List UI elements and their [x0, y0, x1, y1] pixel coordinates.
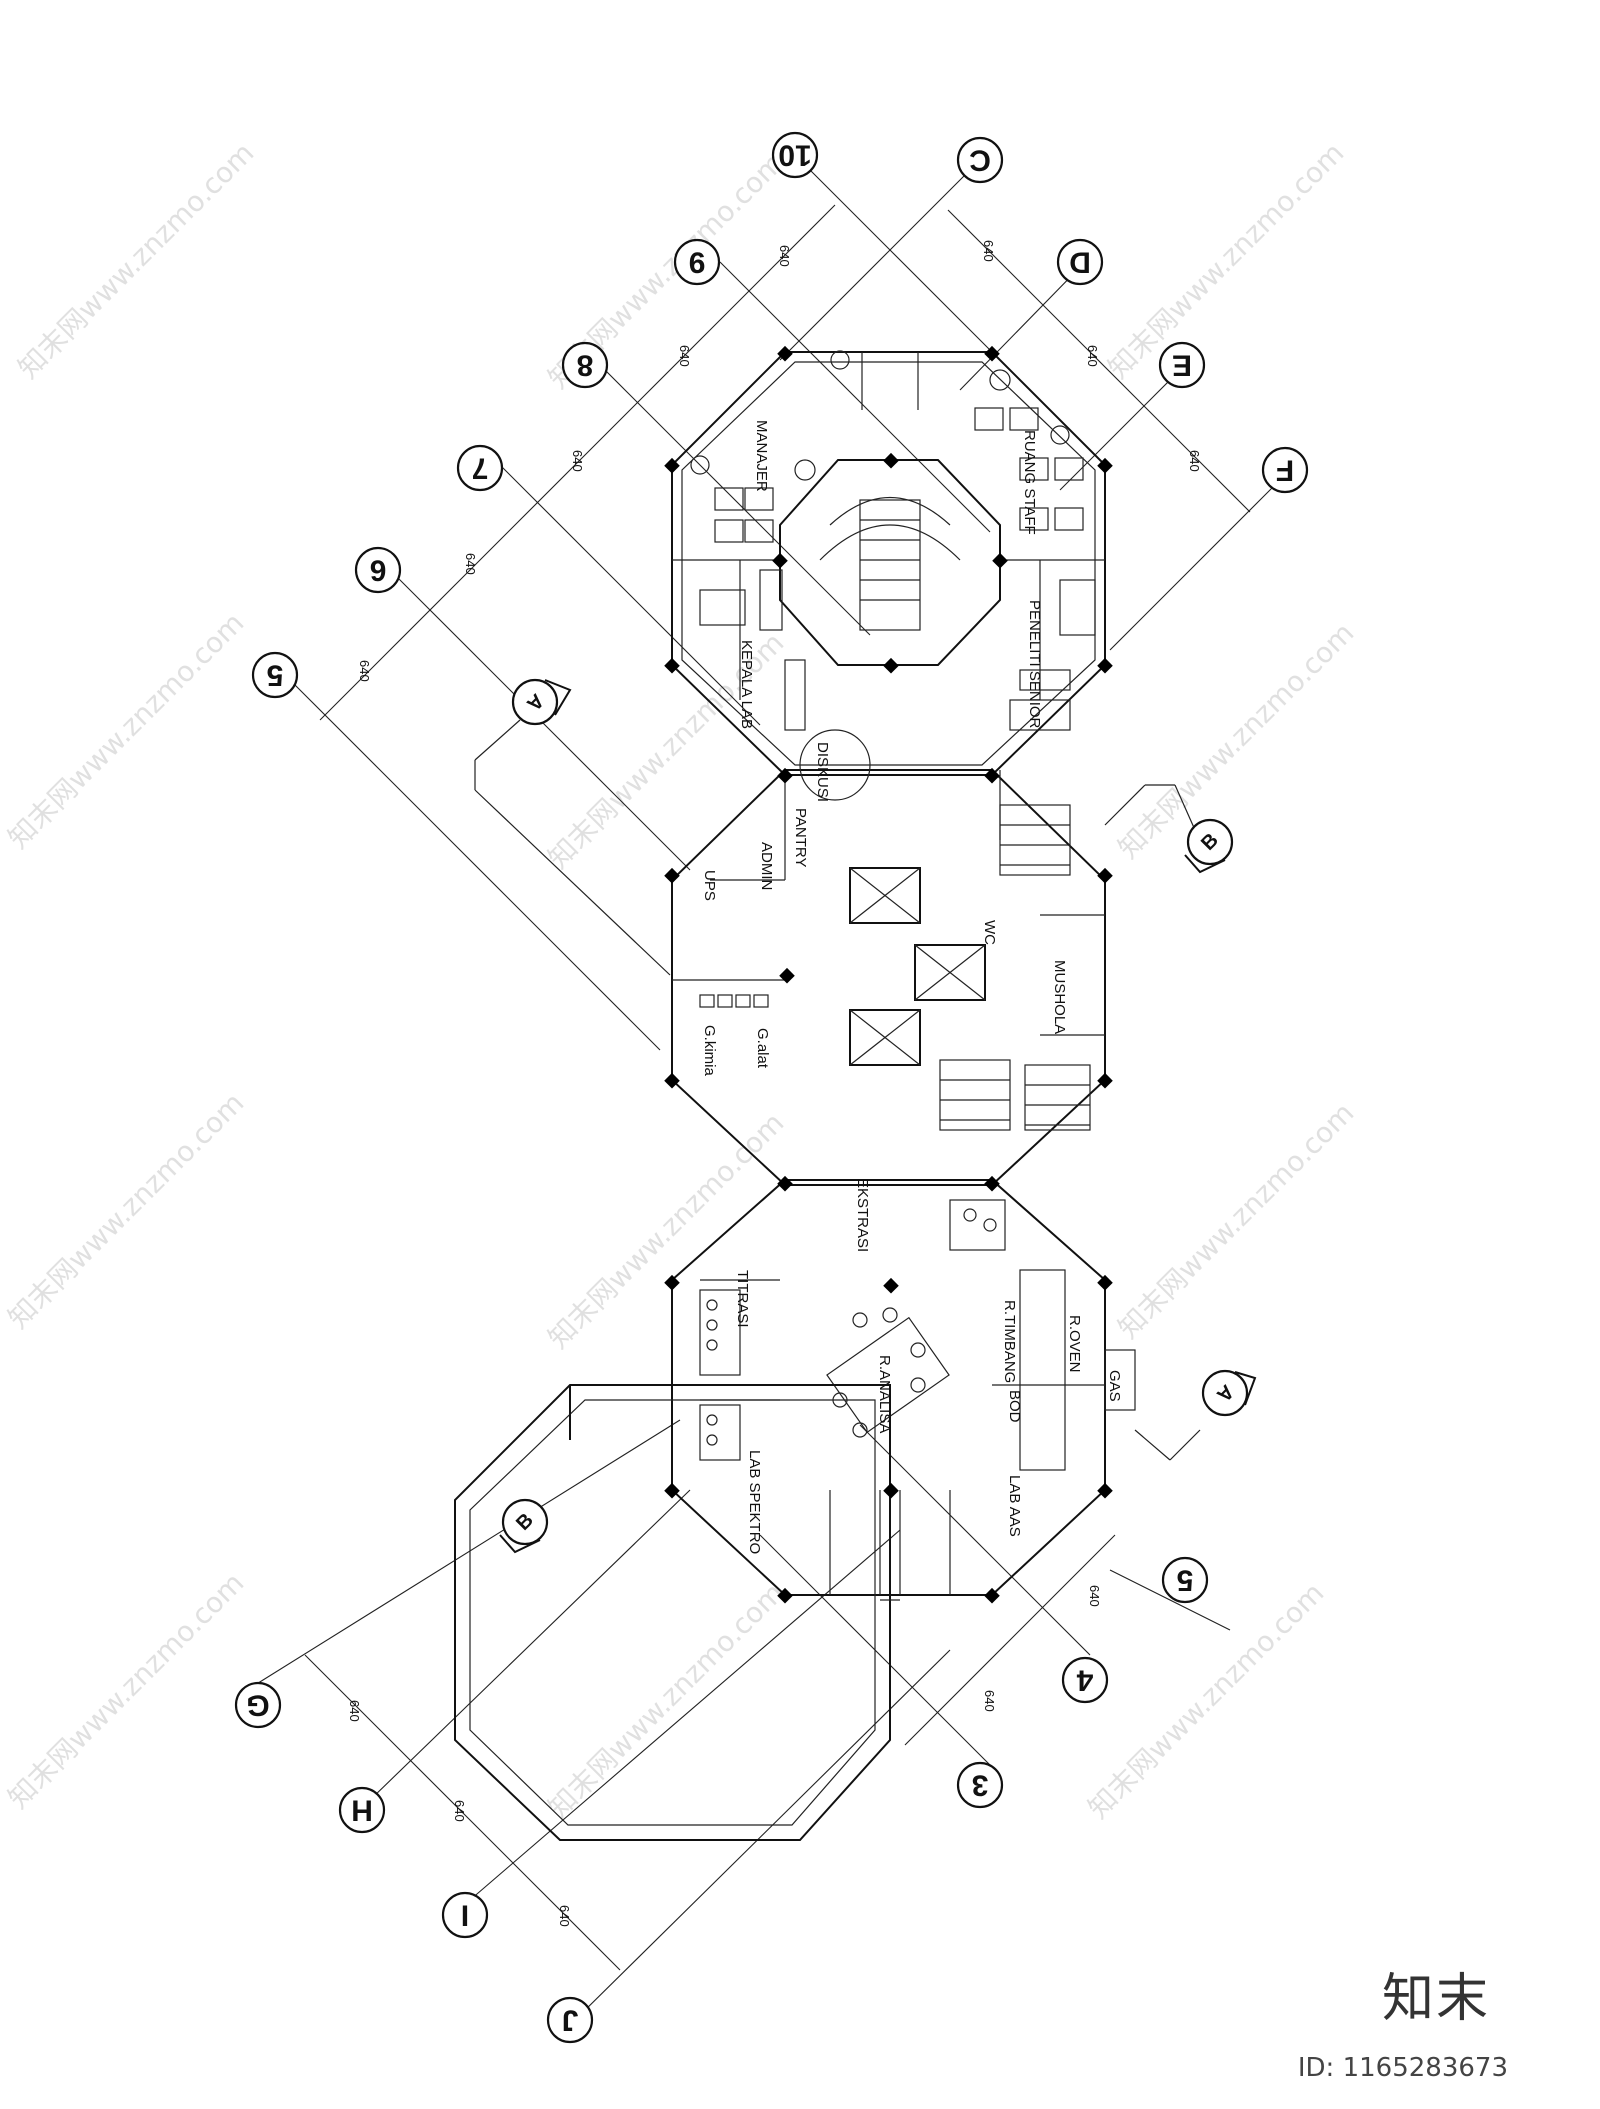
- room-ruang-staff: RUANG STAFF: [1021, 430, 1038, 535]
- svg-text:D: D: [1069, 246, 1091, 279]
- watermark: 知末网www.znzmo.com: [1082, 1576, 1331, 1825]
- svg-text:10: 10: [778, 139, 811, 172]
- watermark: 知末网www.znzmo.com: [12, 136, 261, 385]
- section-marker-b-left: B: [499, 1498, 549, 1554]
- lower-lab-block: [671, 1179, 1136, 1596]
- room-lab-spektro: LAB SPEKTRO: [746, 1450, 763, 1554]
- dimension-text: 640: [677, 345, 692, 367]
- grid-bubble-10: 10: [771, 131, 819, 179]
- room-bod: BOD: [1006, 1390, 1023, 1423]
- grid-bubble-7: 7: [456, 444, 504, 492]
- dimension-text: 640: [347, 1700, 362, 1722]
- svg-text:6: 6: [370, 554, 387, 587]
- room-peneliti-senior: PENELITI SENIOR: [1026, 600, 1043, 729]
- id-label: ID: 1165283673: [1297, 2053, 1508, 2083]
- watermark: 知末网www.znzmo.com: [1102, 136, 1351, 385]
- grid-bubble-i: I: [441, 1891, 489, 1939]
- room-pantry: PANTRY: [792, 808, 809, 867]
- section-markers: A B B A: [474, 678, 1257, 1554]
- svg-text:5: 5: [1177, 1564, 1194, 1597]
- room-gas: GAS: [1106, 1370, 1123, 1402]
- dimension-text: 640: [357, 660, 372, 682]
- grid-bubble-6: 6: [354, 546, 402, 594]
- svg-text:G: G: [246, 1689, 269, 1722]
- dimension-text: 640: [463, 553, 478, 575]
- svg-text:H: H: [351, 1794, 373, 1827]
- grid-bubble-h: H: [338, 1786, 386, 1834]
- dimension-text: 640: [777, 245, 792, 267]
- room-admin: ADMIN: [758, 842, 775, 890]
- brand-logo-text: 知末: [1381, 1969, 1490, 2029]
- grid-bubble-3: 3: [956, 1761, 1004, 1809]
- room-g-kimia: G.kimia: [701, 1025, 718, 1076]
- dimension-labels: 640 640 640 640 640 640 640 640 640 640 …: [347, 240, 1202, 1927]
- column-markers: [664, 345, 1113, 1604]
- grid-bubble-8: 8: [561, 341, 609, 389]
- middle-service-block: [671, 699, 1106, 1186]
- grid-bubbles: 10 9 8 7 6 5 5 4 3 C D E F G H I J: [234, 131, 1309, 2044]
- room-r-timbang: R.TIMBANG: [1001, 1300, 1018, 1383]
- room-ups: UPS: [701, 870, 718, 901]
- annex-outline: [454, 1384, 900, 1841]
- grid-bubble-c: C: [956, 136, 1004, 184]
- grid-bubble-g: G: [234, 1681, 282, 1729]
- room-manajer: MANAJER: [753, 420, 770, 492]
- room-g-alat: G.alat: [754, 1028, 771, 1069]
- grid-bubble-5-top: 5: [251, 651, 299, 699]
- svg-text:C: C: [969, 144, 991, 177]
- room-r-oven: R.OVEN: [1066, 1315, 1083, 1373]
- grid-lines: [254, 154, 1291, 2021]
- section-marker-b-right: B: [1104, 784, 1234, 874]
- room-wc: WC: [981, 920, 998, 945]
- svg-text:4: 4: [1076, 1664, 1093, 1697]
- watermark: 知末网www.znzmo.com: [542, 1106, 791, 1355]
- grid-bubble-e: E: [1158, 341, 1206, 389]
- grid-bubble-4: 4: [1061, 1656, 1109, 1704]
- dimension-text: 640: [982, 1690, 997, 1712]
- grid-bubble-d: D: [1056, 238, 1104, 286]
- dimension-text: 640: [981, 240, 996, 262]
- grid-bubble-9: 9: [673, 238, 721, 286]
- svg-text:3: 3: [972, 1769, 989, 1802]
- room-lab-aas: LAB AAS: [1006, 1475, 1023, 1537]
- dimension-text: 640: [557, 1905, 572, 1927]
- svg-text:8: 8: [577, 349, 594, 382]
- room-ekstrasi: EKSTRASI: [854, 1178, 871, 1252]
- watermark: 知末网www.znzmo.com: [1112, 616, 1361, 865]
- dimension-text: 640: [452, 1800, 467, 1822]
- svg-text:5: 5: [267, 659, 284, 692]
- section-marker-a-top: A: [474, 678, 671, 976]
- dimension-text: 640: [1087, 1585, 1102, 1607]
- room-labels: RUANG STAFF PENELITI SENIOR KEPALA LAB M…: [701, 420, 1123, 1554]
- room-kepala-lab: KEPALA LAB: [738, 640, 755, 729]
- svg-text:F: F: [1276, 454, 1294, 487]
- svg-text:E: E: [1172, 349, 1192, 382]
- watermark: 知末网www.znzmo.com: [2, 1566, 251, 1815]
- grid-bubble-5-bottom: 5: [1161, 1556, 1209, 1604]
- dimension-text: 640: [1085, 345, 1100, 367]
- svg-text:I: I: [461, 1899, 469, 1932]
- watermark: 知末网www.znzmo.com: [1112, 1096, 1361, 1345]
- grid-bubble-f: F: [1261, 446, 1309, 494]
- svg-text:J: J: [562, 2004, 579, 2037]
- dimension-chain-left: [304, 204, 1251, 1971]
- room-r-analisa: R.ANALISA: [876, 1355, 893, 1433]
- watermark: 知末网www.znzmo.com: [2, 1086, 251, 1335]
- room-diskusi: DISKUSI: [814, 742, 831, 802]
- room-titrasi: TITRASI: [734, 1270, 751, 1328]
- dimension-text: 640: [570, 450, 585, 472]
- svg-text:9: 9: [689, 246, 706, 279]
- watermark: 知末网www.znzmo.com: [2, 606, 251, 855]
- room-mushola: MUSHOLA: [1051, 960, 1068, 1034]
- svg-text:7: 7: [472, 452, 489, 485]
- section-marker-a-right: A: [1134, 1369, 1257, 1461]
- dimension-text: 640: [1187, 450, 1202, 472]
- grid-bubble-j: J: [546, 1996, 594, 2044]
- upper-office-block: [671, 350, 1106, 776]
- watermark: 知末网www.znzmo.com: [542, 1576, 791, 1825]
